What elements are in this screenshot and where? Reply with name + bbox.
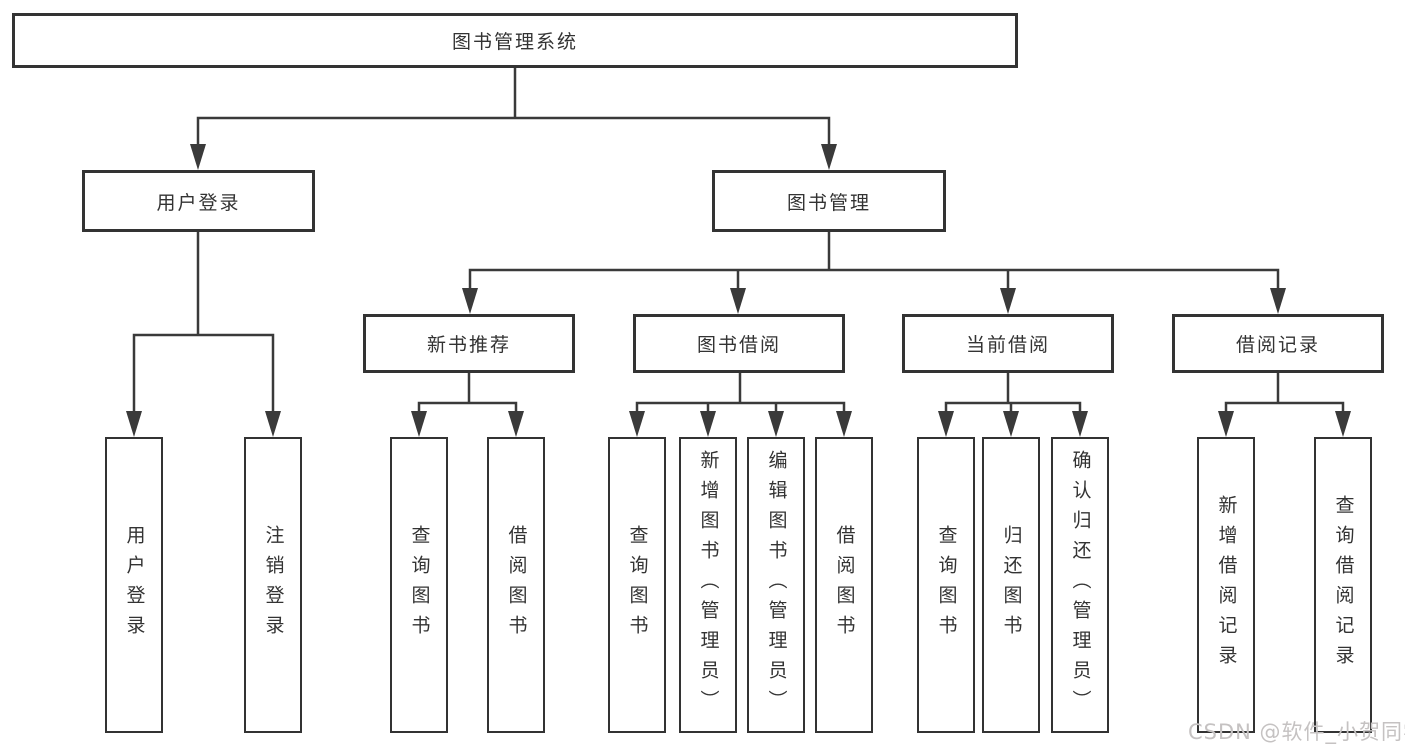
csdn-watermark: CSDN @软件_小贺同学 bbox=[1188, 720, 1405, 744]
connector-user-login-to-leaves bbox=[126, 230, 281, 437]
node-leaf-query-books-3: 查询图书 bbox=[917, 437, 975, 733]
node-leaf-return-books: 归还图书 bbox=[982, 437, 1040, 733]
node-leaf-user-login: 用户登录 bbox=[105, 437, 163, 733]
leaf-label: 借阅图书 bbox=[505, 525, 528, 645]
node-root-library-system: 图书管理系统 bbox=[12, 13, 1018, 68]
node-user-login: 用户登录 bbox=[82, 170, 315, 232]
node-leaf-borrow-books-2: 借阅图书 bbox=[815, 437, 873, 733]
leaf-label: 查询借阅记录 bbox=[1332, 495, 1355, 675]
leaf-label: 新增借阅记录 bbox=[1215, 495, 1238, 675]
node-leaf-query-borrow-record: 查询借阅记录 bbox=[1314, 437, 1372, 733]
leaf-label: 编辑图书（管理员） bbox=[765, 450, 788, 720]
node-leaf-add-borrow-record: 新增借阅记录 bbox=[1197, 437, 1255, 733]
connector-book-borrow-to-leaves bbox=[629, 371, 852, 437]
node-leaf-query-books-2: 查询图书 bbox=[608, 437, 666, 733]
leaf-label: 归还图书 bbox=[1000, 525, 1023, 645]
leaf-label: 借阅图书 bbox=[833, 525, 856, 645]
leaf-label: 查询图书 bbox=[626, 525, 649, 645]
leaf-label: 确认归还（管理员） bbox=[1069, 450, 1092, 720]
node-leaf-logout: 注销登录 bbox=[244, 437, 302, 733]
connector-new-books-to-leaves bbox=[411, 371, 524, 437]
leaf-label: 用户登录 bbox=[123, 525, 146, 645]
node-leaf-add-books-admin: 新增图书（管理员） bbox=[679, 437, 737, 733]
node-borrow-records: 借阅记录 bbox=[1172, 314, 1384, 373]
connector-borrow-records-to-leaves bbox=[1218, 371, 1351, 437]
leaf-label: 查询图书 bbox=[408, 525, 431, 645]
node-leaf-edit-books-admin: 编辑图书（管理员） bbox=[747, 437, 805, 733]
node-new-book-recommend: 新书推荐 bbox=[363, 314, 575, 373]
node-book-borrow: 图书借阅 bbox=[633, 314, 845, 373]
node-leaf-confirm-return-admin: 确认归还（管理员） bbox=[1051, 437, 1109, 733]
leaf-label: 查询图书 bbox=[935, 525, 958, 645]
node-leaf-query-books-1: 查询图书 bbox=[390, 437, 448, 733]
connector-book-mgmt-to-level3 bbox=[462, 230, 1286, 314]
node-book-management: 图书管理 bbox=[712, 170, 946, 232]
leaf-label: 注销登录 bbox=[262, 525, 285, 645]
node-leaf-borrow-books-1: 借阅图书 bbox=[487, 437, 545, 733]
node-current-borrow: 当前借阅 bbox=[902, 314, 1114, 373]
leaf-label: 新增图书（管理员） bbox=[697, 450, 720, 720]
connector-root-to-level2 bbox=[190, 66, 837, 170]
connector-current-borrow-to-leaves bbox=[938, 371, 1088, 437]
